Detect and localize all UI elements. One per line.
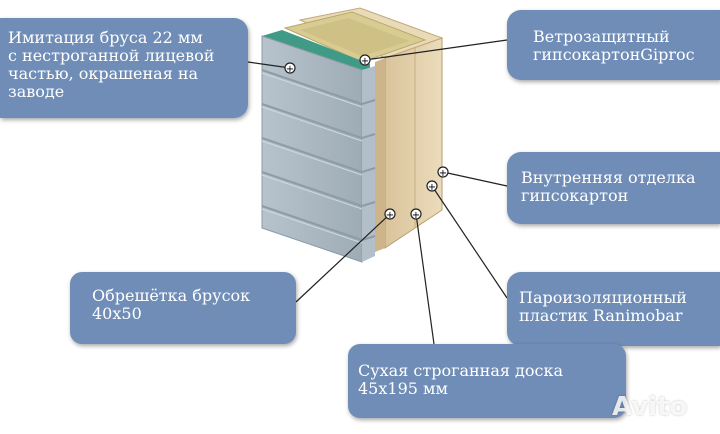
insulation (283, 11, 427, 63)
leader-windproof (364, 39, 508, 61)
svg-text:+: + (286, 64, 294, 75)
leader-imitation (247, 61, 291, 69)
callout-line: Сухая строганная доска (358, 361, 564, 380)
leader-lines (247, 39, 508, 345)
leader-batten (295, 213, 391, 303)
callout-line: Ветрозащитный (533, 27, 670, 46)
callout-imitation-timber: Имитация бруса 22 мм с нестроганной лице… (0, 18, 248, 118)
callout-windproof-drywall: Ветрозащитный гипсокартонGiproc (507, 10, 720, 80)
leader-inner (442, 171, 508, 187)
callout-line: частью, окрашеная на (8, 64, 199, 83)
marker-dots: + + + + + + (284, 54, 449, 221)
callout-line: 45х195 мм (358, 379, 448, 398)
callout-inner-finish: Внутренняя отделка гипсокартон (507, 152, 720, 224)
callout-line: Пароизоляционный (519, 288, 687, 307)
callout-line: пластик Ranimobar (519, 306, 683, 325)
marker-batten: + (384, 208, 396, 221)
callout-planed-board: Сухая строганная доска 45х195 мм (348, 344, 626, 418)
svg-text:+: + (439, 168, 447, 179)
callout-line: 40х50 (92, 304, 142, 323)
callout-line: Внутренняя отделка (521, 168, 696, 187)
callout-line: с нестроганной лицевой (8, 46, 215, 65)
callout-vapor-barrier: Пароизоляционный пластик Ranimobar (507, 272, 720, 346)
svg-text:+: + (428, 182, 436, 193)
marker-windproof: + (359, 54, 371, 67)
svg-text:+: + (412, 210, 420, 221)
svg-text:+: + (361, 56, 369, 67)
callout-line: заводе (8, 82, 65, 101)
marker-imitation: + (284, 62, 296, 75)
svg-text:+: + (386, 210, 394, 221)
imitation-timber-cladding (261, 35, 376, 263)
callout-batten: Обрешётка брусок 40х50 (70, 272, 296, 344)
callout-line: Обрешётка брусок (92, 286, 251, 305)
avito-watermark: Avito (612, 392, 688, 422)
marker-vapor: + (426, 180, 438, 193)
marker-board: + (410, 208, 422, 221)
callout-line: гипсокартонGiproc (533, 45, 695, 64)
callout-line: гипсокартон (521, 186, 629, 205)
callout-line: Имитация бруса 22 мм (8, 28, 203, 47)
leader-vapor (431, 185, 508, 299)
leader-board (415, 213, 435, 345)
marker-inner: + (437, 166, 449, 179)
